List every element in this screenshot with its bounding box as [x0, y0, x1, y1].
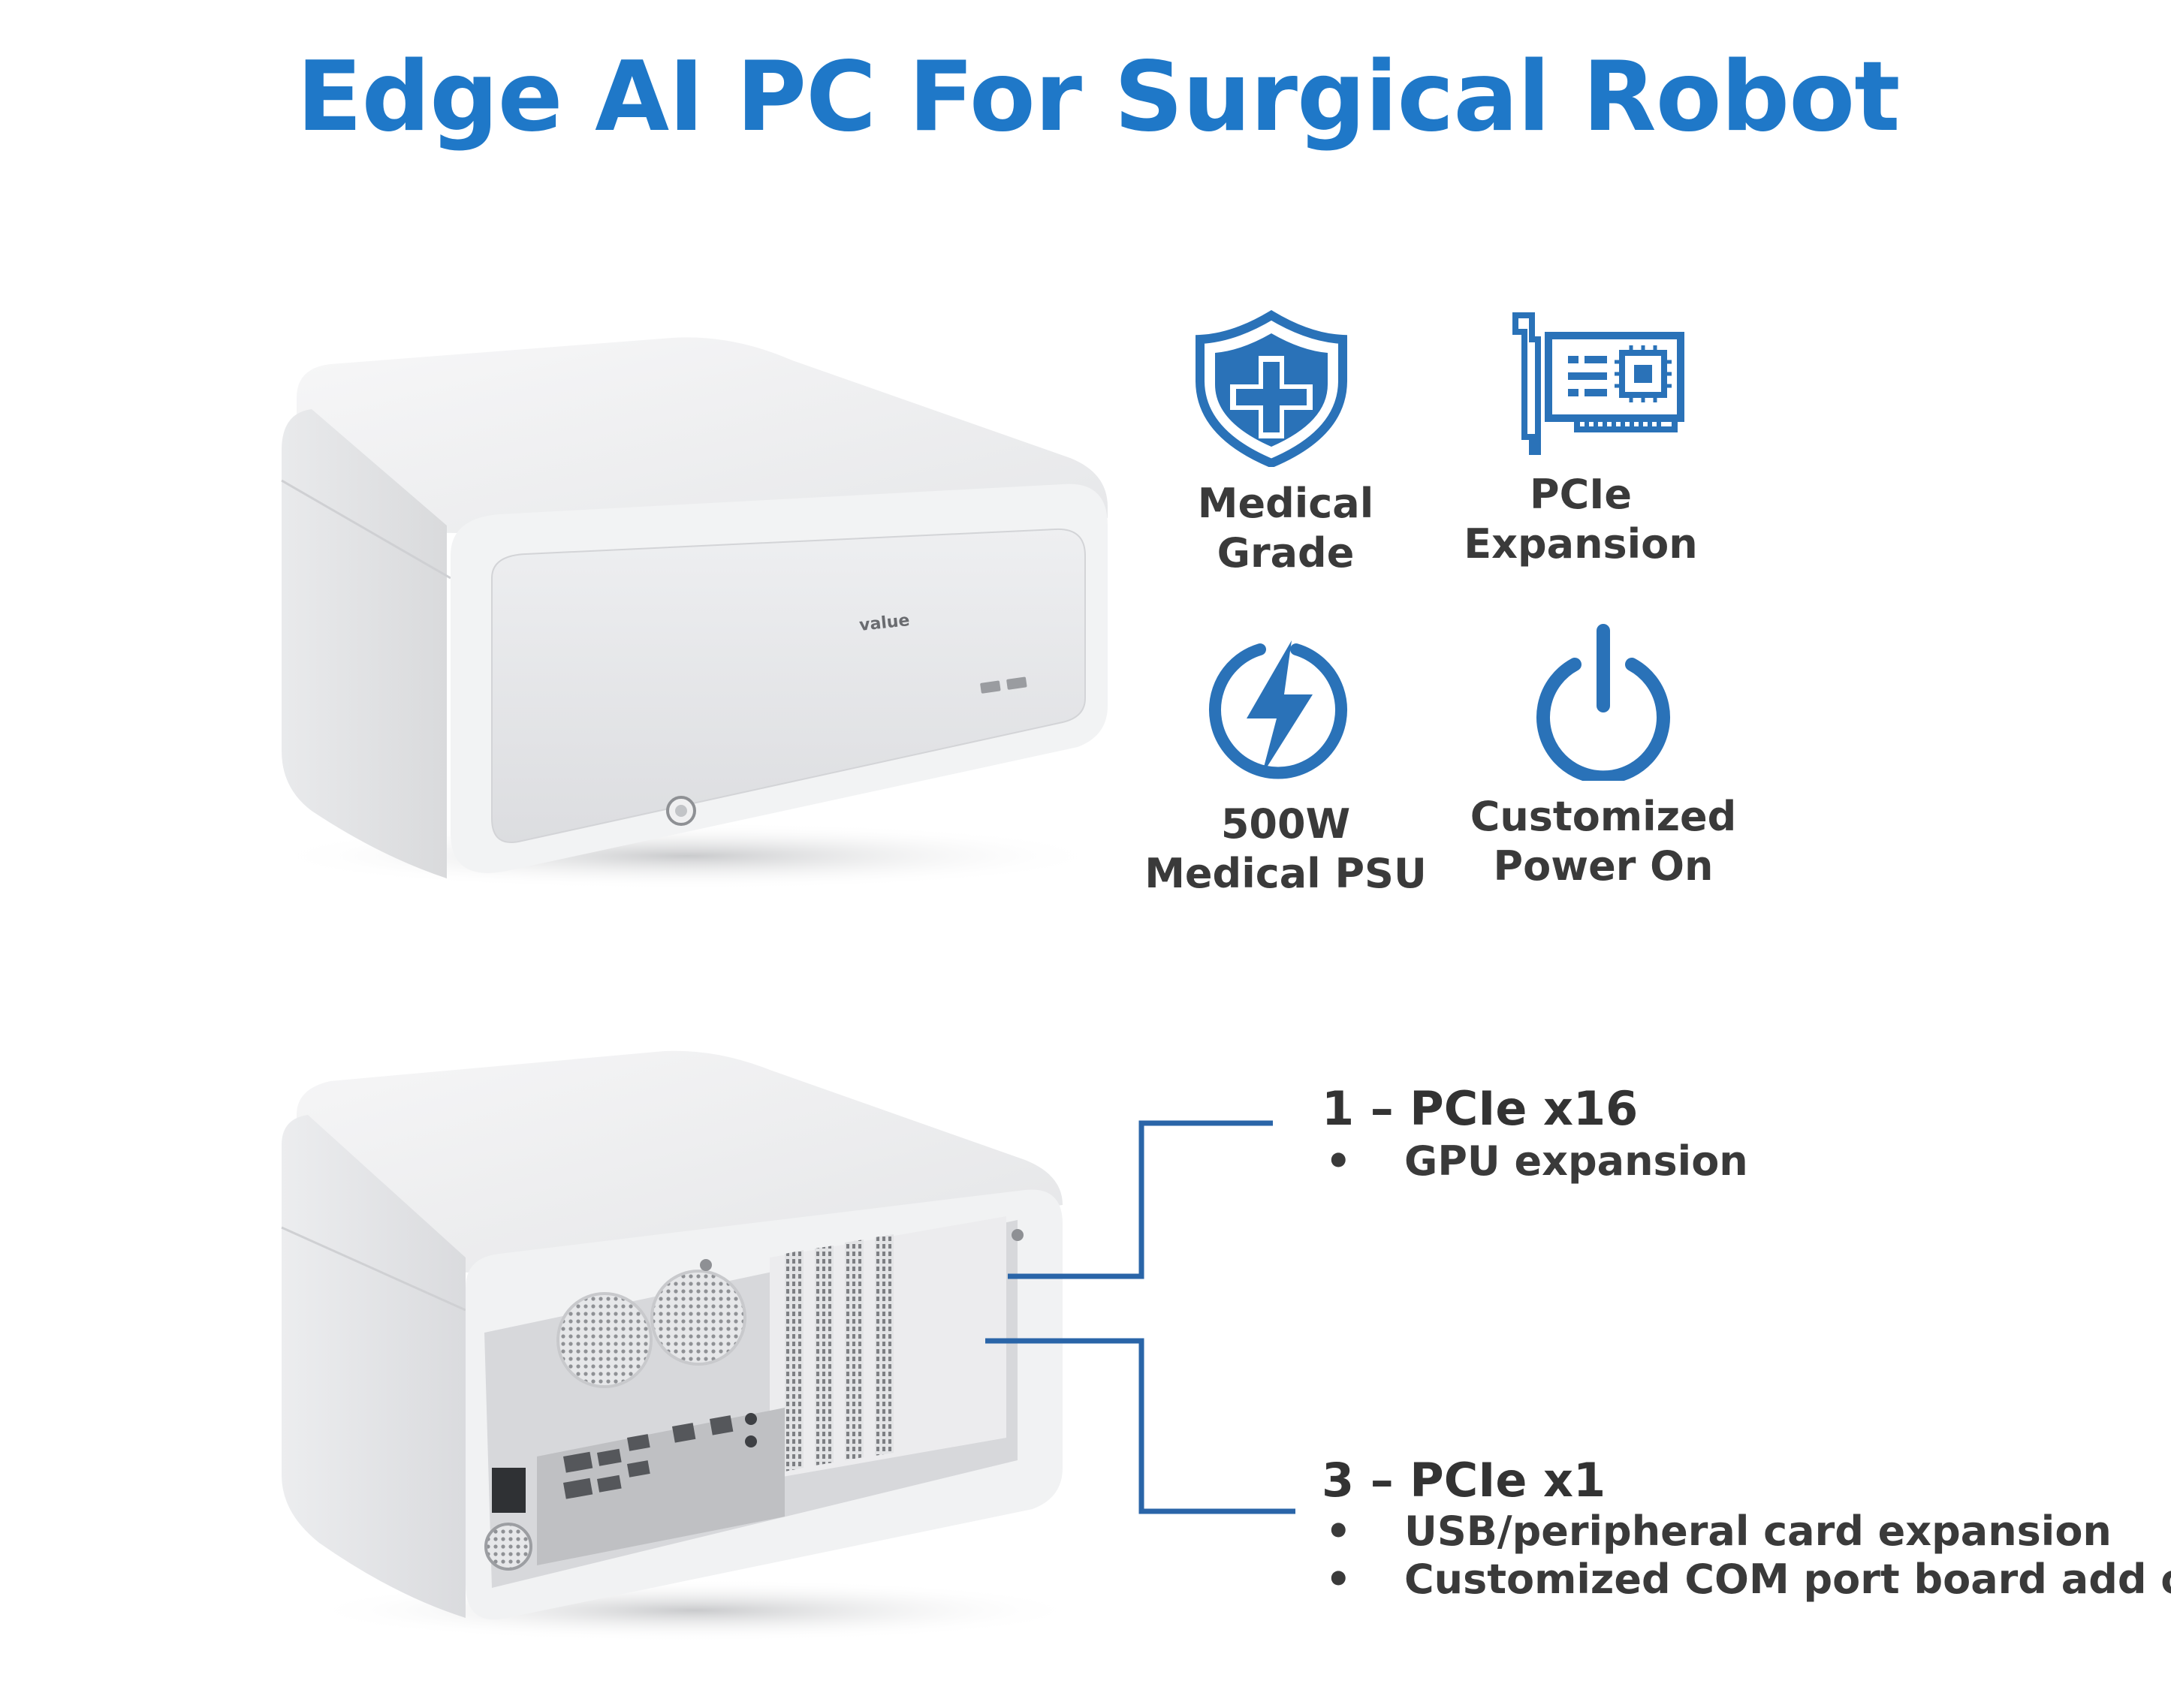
page-title: Edge AI PC For Surgical Robot [297, 41, 1900, 153]
power-icon [1528, 623, 1678, 785]
spec-pcie-x1-item-1: • USB/peripheral card expansion [1325, 1508, 2112, 1555]
bullet-glyph: • [1325, 1508, 1352, 1555]
feature-medical-grade-label: Medical Grade [1197, 480, 1374, 577]
pcie-card-icon [1509, 309, 1690, 462]
spec-pcie-x1-item-2: • Customized COM port board add on [1325, 1556, 2171, 1603]
spec-pcie-x16-title: 1 – PCIe x16 [1322, 1081, 1639, 1136]
callout-line-pcie-x1 [985, 1338, 1295, 1514]
bullet-glyph: • [1325, 1137, 1352, 1185]
spec-pcie-x16-item: • GPU expansion [1325, 1137, 1748, 1185]
feature-medical-psu-label: 500W Medical PSU [1144, 800, 1427, 897]
bullet-glyph: • [1325, 1556, 1352, 1603]
product-front-view: value [267, 330, 1138, 901]
feature-pcie-expansion-label: PCIe Expansion [1464, 471, 1698, 568]
feature-customized-power-on-label: Customized Power On [1470, 793, 1737, 890]
lightning-bolt-icon [1208, 634, 1350, 784]
callout-line-pcie-x16 [1008, 1120, 1273, 1279]
spec-pcie-x1-title: 3 – PCIe x1 [1322, 1453, 1606, 1508]
shield-plus-icon [1193, 309, 1350, 470]
product-rear-view [274, 1047, 1100, 1648]
